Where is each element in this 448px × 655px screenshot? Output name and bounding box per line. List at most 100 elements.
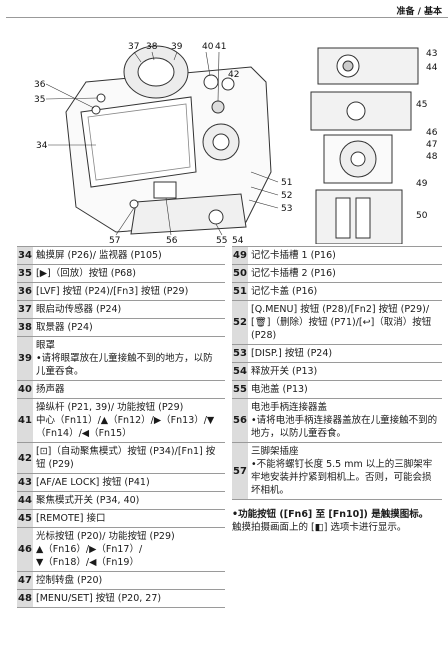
item-row: 53[DISP.] 按钮 (P24)	[232, 344, 442, 363]
item-text-line: 操纵杆 (P21, 39)/ 功能按钮 (P29)	[36, 402, 184, 413]
item-number: 44	[17, 491, 33, 510]
item-number: 36	[17, 282, 33, 301]
item-text-line: [DISP.] 按钮 (P24)	[251, 348, 333, 359]
item-number: 57	[232, 442, 248, 500]
item-description: [AF/AE LOCK] 按钮 (P41)	[33, 473, 225, 492]
callout-35: 35	[34, 95, 45, 105]
item-description: 记忆卡插槽 2 (P16)	[248, 264, 442, 283]
item-row: 36[LVF] 按钮 (P24)/[Fn3] 按钮 (P29)	[17, 282, 225, 301]
item-text-line: •请将电池手柄连接器盖放在儿童接触不到的地方，以防儿童吞食。	[251, 415, 438, 439]
item-number: 37	[17, 300, 33, 319]
item-text-line: •请将眼罩放在儿童接触不到的地方，以防儿童吞食。	[36, 353, 213, 377]
af-mode-button	[221, 77, 235, 91]
item-text-line: 光标按钮 (P20)/ 功能按钮 (P29)	[36, 531, 175, 542]
item-row: 52[Q.MENU] 按钮 (P28)/[Fn2] 按钮 (P29)/[🗑]（删…	[232, 300, 442, 345]
item-text-line: 记忆卡插槽 2 (P16)	[251, 268, 336, 279]
item-text-line: [AF/AE LOCK] 按钮 (P41)	[36, 477, 150, 488]
release-lever	[208, 209, 224, 225]
item-number: 50	[232, 264, 248, 283]
camera-rear-diagram: 37 38 39 40 41 42 43 44 35 36 34 45 46 4…	[34, 42, 438, 244]
callout-44: 44	[426, 63, 438, 73]
item-description: [DISP.] 按钮 (P24)	[248, 344, 442, 363]
item-number: 52	[232, 300, 248, 345]
item-description: [LVF] 按钮 (P24)/[Fn3] 按钮 (P29)	[33, 282, 225, 301]
item-text-line: •不能将螺钉长度 5.5 mm 以上的三脚架牢牢地安装并拧紧到相机上。否则，可能…	[251, 459, 433, 496]
item-row: 42[⊡]（自动聚焦模式）按钮 (P34)/[Fn1] 按钮 (P29)	[17, 442, 225, 474]
item-text-line: 记忆卡插槽 1 (P16)	[251, 250, 336, 261]
item-description: 眼罩 •请将眼罩放在儿童接触不到的地方，以防儿童吞食。	[33, 336, 225, 381]
item-description: [REMOTE] 接口	[33, 509, 225, 528]
callout-38: 38	[146, 42, 158, 52]
item-description: [▶]（回放）按钮 (P68)	[33, 264, 225, 283]
lvf-button	[91, 105, 101, 115]
item-description: 光标按钮 (P20)/ 功能按钮 (P29)▲（Fn16）/▶（Fn17）/▼（…	[33, 527, 225, 572]
callout-46: 46	[426, 128, 438, 138]
item-text-line: 电池盖 (P13)	[251, 384, 308, 395]
playback-button	[96, 93, 106, 103]
callout-56: 56	[166, 236, 178, 244]
callout-36: 36	[34, 80, 46, 90]
item-number: 39	[17, 336, 33, 381]
item-text-line: 电池手柄连接器盖	[251, 402, 328, 413]
item-text-line: 触摸屏 (P26)/ 监视器 (P105)	[36, 250, 162, 261]
item-text-line: [▶]（回放）按钮 (P68)	[36, 268, 136, 279]
callout-57: 57	[109, 236, 120, 244]
tripod-socket	[129, 199, 139, 209]
item-description: 控制转盘 (P20)	[33, 571, 225, 590]
item-text-line: [⊡]（自动聚焦模式）按钮 (P34)/[Fn1] 按钮 (P29)	[36, 446, 216, 470]
item-text-line: [MENU/SET] 按钮 (P20, 27)	[36, 593, 162, 604]
item-text-line: 聚焦模式开关 (P34, 40)	[36, 495, 140, 506]
callout-41: 41	[215, 42, 226, 52]
item-number: 38	[17, 318, 33, 337]
item-row: 43[AF/AE LOCK] 按钮 (P41)	[17, 473, 225, 492]
note-title: •功能按钮 ([Fn6] 至 [Fn10]) 是触摸图标。	[232, 509, 429, 520]
callout-40: 40	[202, 42, 214, 52]
callout-37: 37	[128, 42, 139, 52]
item-row: 48[MENU/SET] 按钮 (P20, 27)	[17, 589, 225, 608]
item-description: 触摸屏 (P26)/ 监视器 (P105)	[33, 246, 225, 265]
item-number: 49	[232, 246, 248, 265]
item-description: 三脚架插座 •不能将螺钉长度 5.5 mm 以上的三脚架牢牢地安装并拧紧到相机上。…	[248, 442, 442, 500]
item-text-line: 眼罩	[36, 340, 56, 351]
item-description: 扬声器	[33, 380, 225, 399]
item-number: 41	[17, 398, 33, 443]
item-description: 聚焦模式开关 (P34, 40)	[33, 491, 225, 510]
viewfinder-window	[137, 57, 175, 87]
item-description: [MENU/SET] 按钮 (P20, 27)	[33, 589, 225, 608]
item-number: 56	[232, 398, 248, 443]
callout-45: 45	[416, 100, 427, 110]
item-description: 取景器 (P24)	[33, 318, 225, 337]
item-row: 45[REMOTE] 接口	[17, 509, 225, 528]
item-text-line: 释放开关 (P13)	[251, 366, 318, 377]
item-description: 电池盖 (P13)	[248, 380, 442, 399]
callout-42: 42	[228, 70, 239, 80]
lcd-screen-inner	[87, 103, 191, 181]
item-text-line: 控制转盘 (P20)	[36, 575, 103, 586]
item-number: 45	[17, 509, 33, 528]
item-number: 48	[17, 589, 33, 608]
item-description: 操纵杆 (P21, 39)/ 功能按钮 (P29)中心（Fn11）/▲（Fn12…	[33, 398, 225, 443]
callout-43: 43	[426, 49, 437, 59]
item-text-line: 三脚架插座	[251, 446, 299, 457]
item-number: 40	[17, 380, 33, 399]
item-description: 眼启动传感器 (P24)	[33, 300, 225, 319]
callout-55: 55	[216, 236, 227, 244]
item-number: 47	[17, 571, 33, 590]
callout-47: 47	[426, 140, 437, 150]
callout-50: 50	[416, 211, 428, 221]
item-text-line: [Q.MENU] 按钮 (P28)/[Fn2] 按钮 (P29)/	[251, 304, 430, 315]
item-number: 53	[232, 344, 248, 363]
inset-focus-switch	[317, 47, 419, 85]
